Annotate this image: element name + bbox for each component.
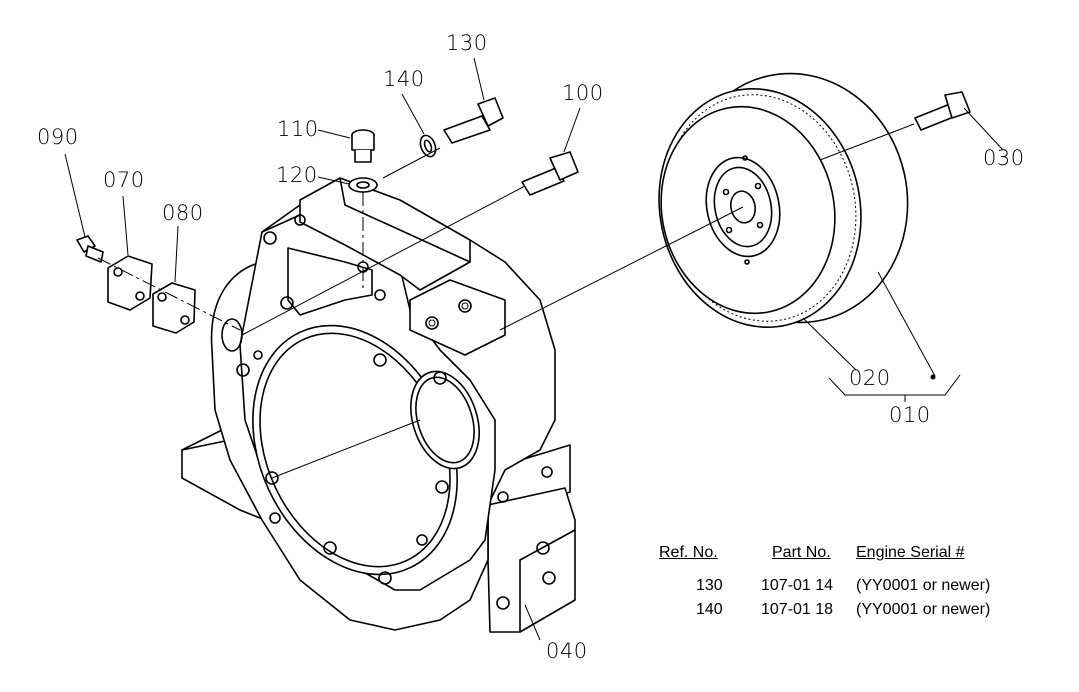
header-engine-serial: Engine Serial # xyxy=(856,544,965,561)
callout-010: 010 xyxy=(889,403,931,427)
plug-110 xyxy=(351,129,375,163)
flywheel-assembly-010 xyxy=(658,72,909,329)
callout-110: 110 xyxy=(277,117,319,141)
table-row-1-serial: (YY0001 or newer) xyxy=(856,577,991,594)
leader-lines xyxy=(64,57,1004,641)
callout-120: 120 xyxy=(276,163,318,187)
bolt-130 xyxy=(443,97,504,144)
table-row-1-part: 107-01 14 xyxy=(761,577,834,594)
table-row-2-ref: 140 xyxy=(696,601,723,618)
callout-090: 090 xyxy=(37,125,79,149)
table-row-2-part: 107-01 18 xyxy=(761,601,834,618)
spring-washer-140 xyxy=(419,134,437,158)
header-part-no: Part No. xyxy=(772,544,831,561)
table-row-2-serial: (YY0001 or newer) xyxy=(856,601,991,618)
table-row-1-ref: 130 xyxy=(696,577,723,594)
gasket-080 xyxy=(152,282,196,334)
callout-030: 030 xyxy=(983,146,1025,170)
cover-plate-070 xyxy=(107,255,153,311)
callout-080: 080 xyxy=(162,201,204,225)
callout-040: 040 xyxy=(546,639,588,663)
callout-130: 130 xyxy=(446,31,488,55)
flywheel-housing-040 xyxy=(181,177,576,633)
callout-100: 100 xyxy=(562,81,604,105)
bolt-030 xyxy=(914,91,971,131)
callout-140: 140 xyxy=(383,67,425,91)
washer-120 xyxy=(348,177,378,193)
bolt-100 xyxy=(521,151,579,196)
callout-020: 020 xyxy=(849,366,891,390)
callout-070: 070 xyxy=(103,168,145,192)
header-ref-no: Ref. No. xyxy=(659,544,718,561)
